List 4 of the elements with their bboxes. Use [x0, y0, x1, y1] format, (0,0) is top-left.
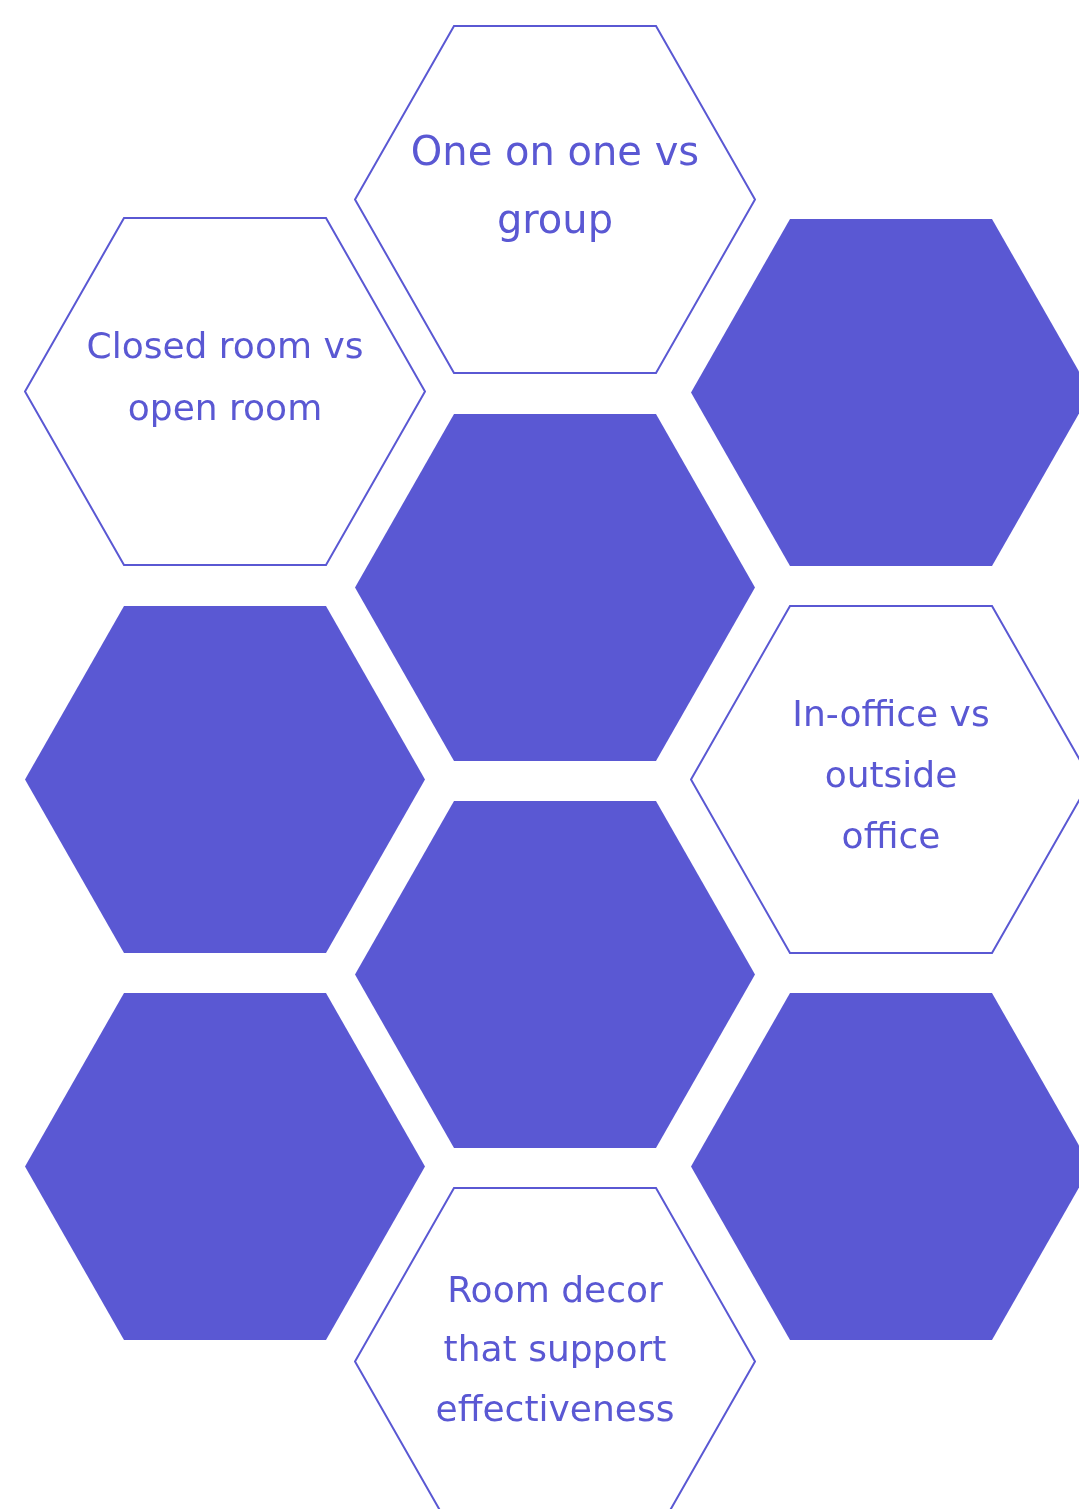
hexagon-label: In-office vs outside office: [791, 691, 991, 859]
hexagon-label: Room decor that support effectiveness: [434, 1267, 676, 1431]
hexagon-label: Closed room vs open room: [85, 324, 365, 430]
hexagon-label: One on one vs group: [409, 126, 701, 244]
